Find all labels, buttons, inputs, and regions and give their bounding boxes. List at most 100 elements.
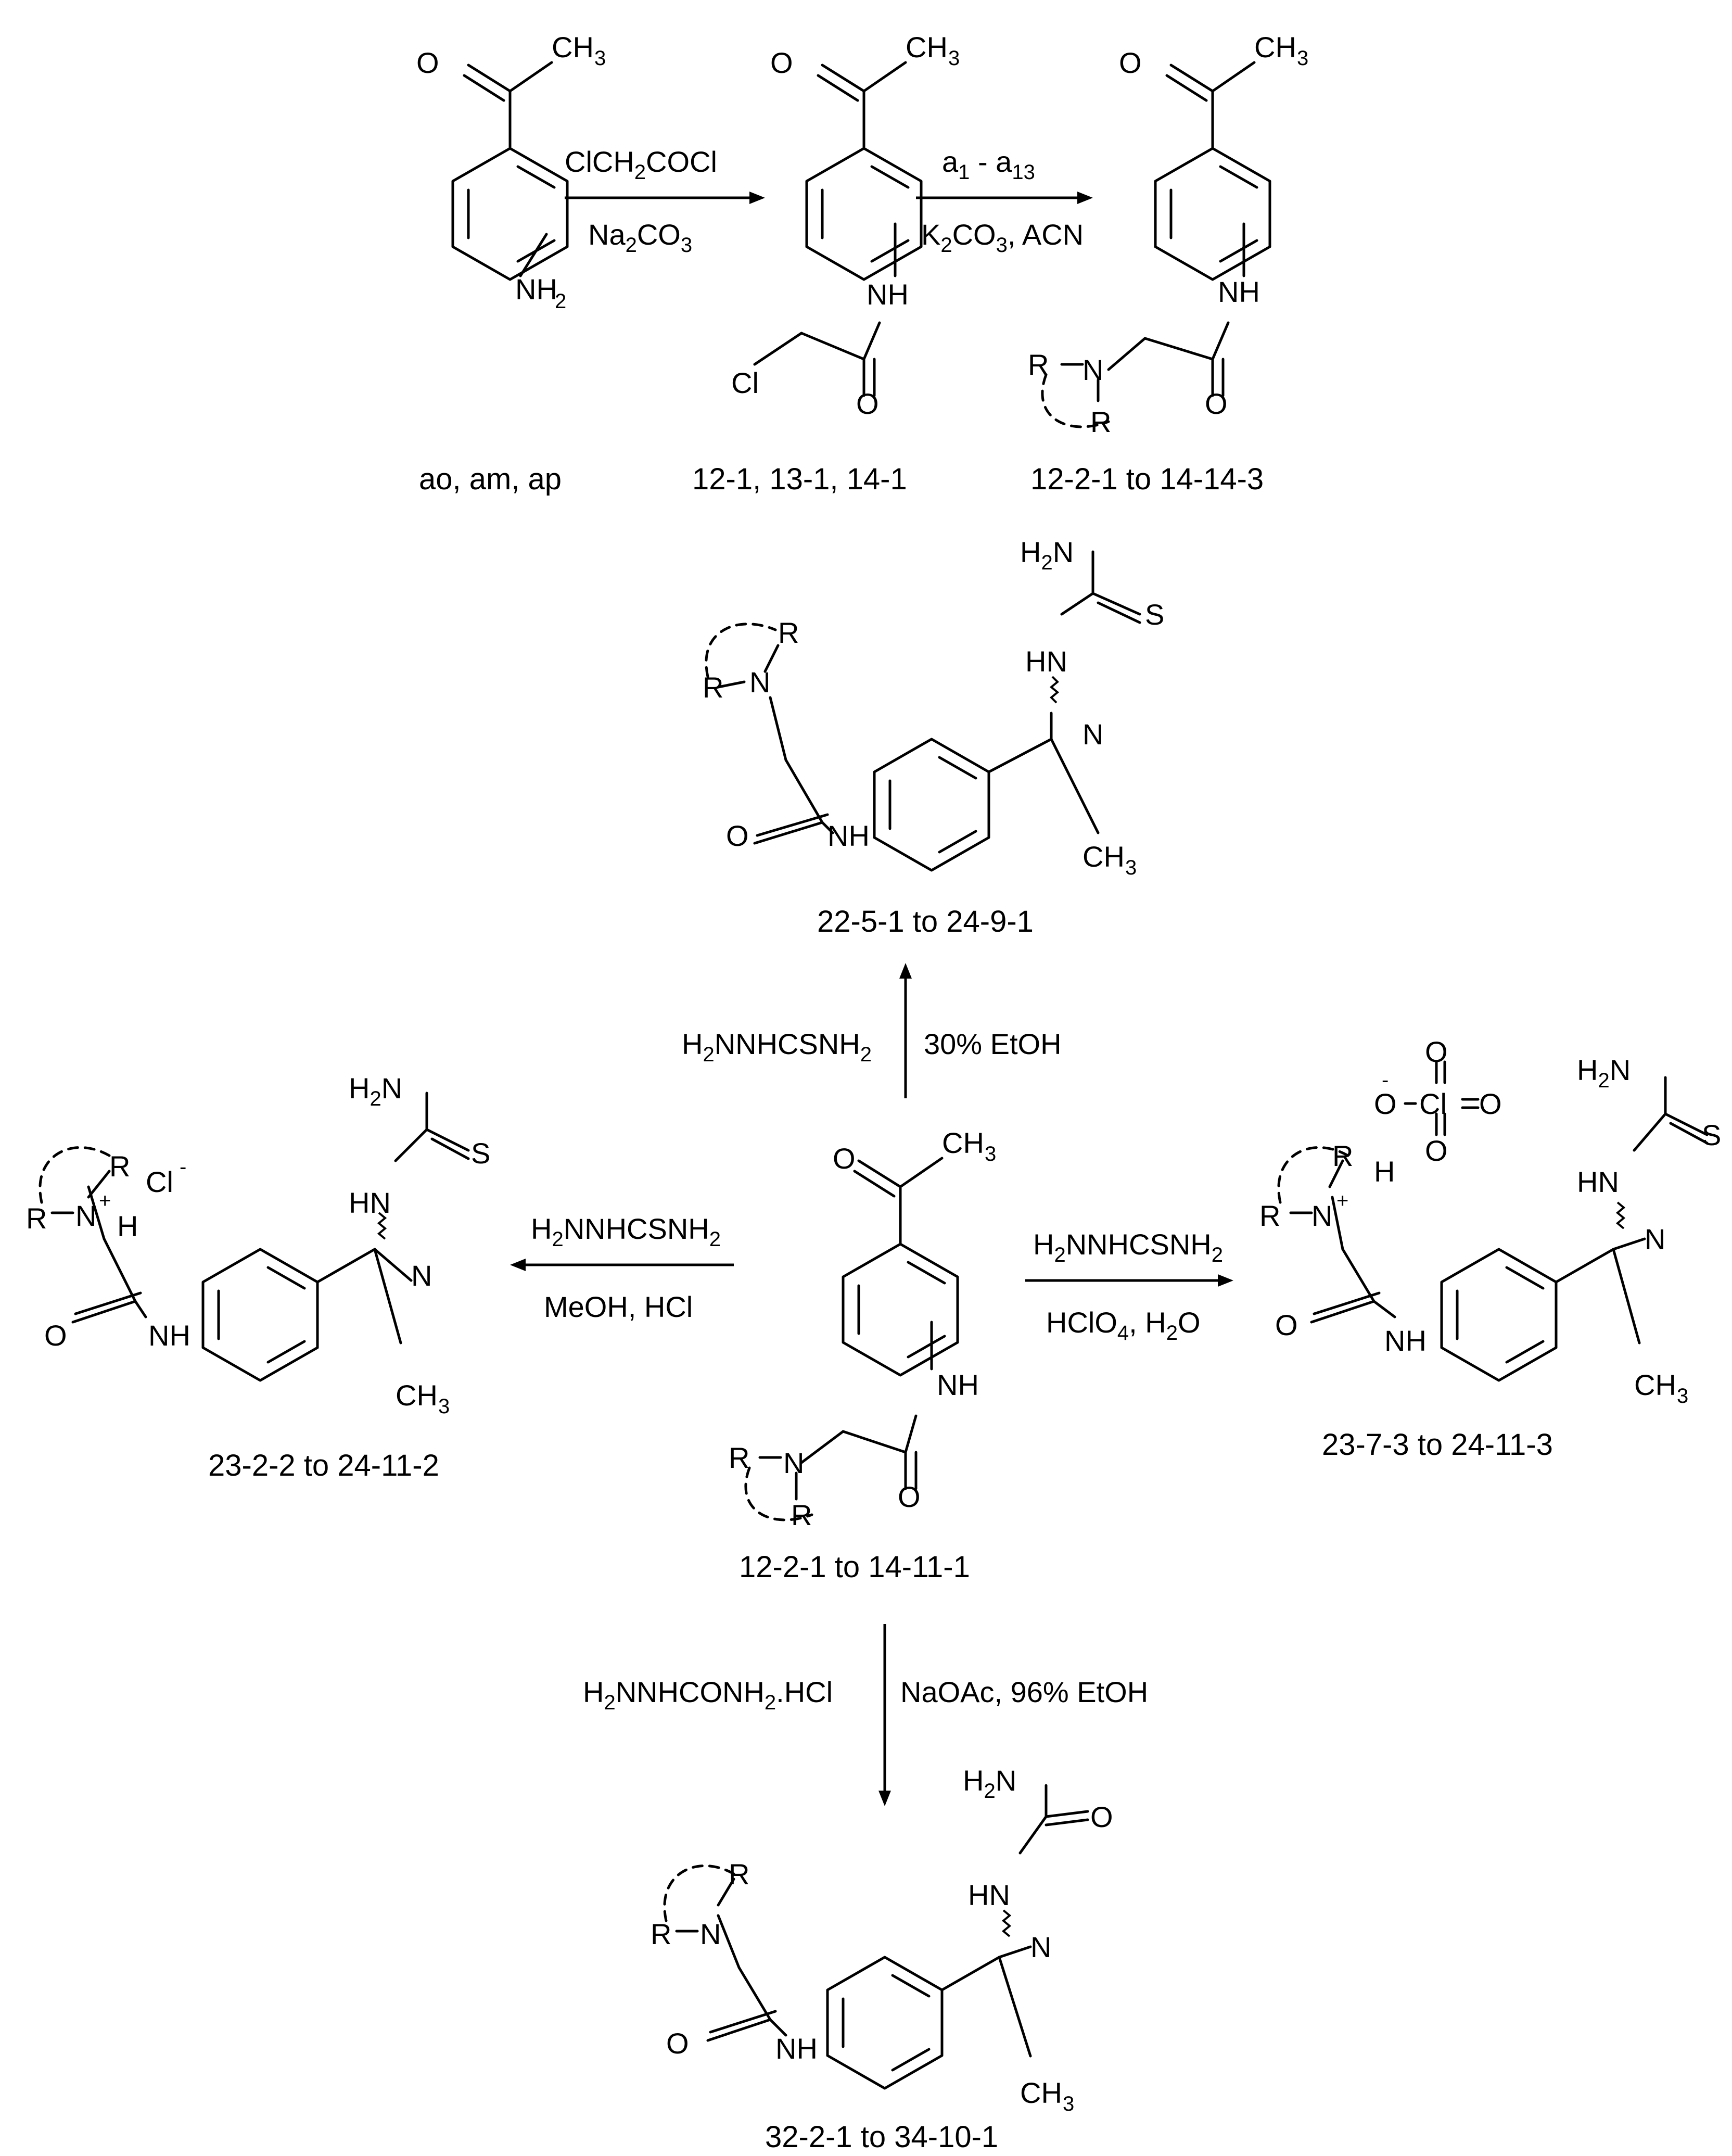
atom-n: N [749, 666, 770, 699]
atom-r: R [729, 1441, 749, 1474]
structure-thiosemicarbazone: H2N S HN N CH 3 R R N O NH 22-5-1 to 24-… [703, 536, 1164, 939]
atom-o: O [44, 1319, 67, 1352]
atom-o: O [1205, 387, 1228, 420]
atom-ch3-sub: 3 [594, 47, 606, 70]
compound-label-amines: 12-2-1 to 14-14-3 [1030, 462, 1264, 496]
atom-h2n: H2N [963, 1764, 1016, 1803]
atom-s: S [1702, 1119, 1721, 1151]
atom-r: R [651, 1918, 671, 1950]
atom-h2n: H2N [1577, 1054, 1631, 1092]
compound-label-hcl-salt: 23-2-2 to 24-11-2 [208, 1449, 439, 1482]
atom-ch3-sub: 3 [948, 47, 960, 70]
atom-o: O [1090, 1800, 1113, 1833]
atom-cl: Cl [731, 366, 759, 399]
atom-nh: NH [1384, 1324, 1427, 1357]
atom-h: H [1374, 1155, 1395, 1188]
compound-label-thio: 22-5-1 to 24-9-1 [817, 905, 1034, 939]
atom-ch3: CH [1082, 840, 1125, 873]
atom-n: N [1082, 718, 1103, 751]
arrow-right: H2NNHCSNH2 HClO4, H2O [1025, 1228, 1233, 1345]
atom-nh: NH [867, 278, 909, 311]
reagent-left-top: H2NNHCSNH2 [531, 1212, 721, 1251]
atom-r: R [26, 1202, 47, 1235]
charge-minus: - [180, 1156, 186, 1178]
atom-n: N [783, 1447, 804, 1479]
atom-ch3: CH [942, 1126, 984, 1159]
atom-r: R [1259, 1199, 1280, 1232]
reagent-right-top: H2NNHCSNH2 [1033, 1228, 1223, 1266]
atom-o: O [1425, 1035, 1448, 1068]
atom-hn: HN [1577, 1165, 1619, 1198]
atom-cl: Cl [1419, 1087, 1447, 1120]
atom-o: O [770, 46, 793, 79]
atom-nh: NH [937, 1368, 979, 1401]
atom-o: O [833, 1142, 856, 1175]
structure-semicarbazone: H2N O HN N CH 3 R R N O NH 32-2-1 to 34-… [651, 1764, 1113, 2154]
atom-ch3: CH [1020, 2076, 1062, 2109]
atom-nh: NH [148, 1319, 190, 1352]
atom-r: R [1332, 1139, 1353, 1172]
structure-perchlorate-salt: O O - Cl O O H2N S HN N CH 3 R R N + H O… [1259, 1035, 1721, 1462]
atom-n: N [1645, 1223, 1665, 1255]
atom-nh2-sub: 2 [555, 290, 566, 313]
atom-n: N [411, 1259, 432, 1292]
reagent-down-right: NaOAc, 96% EtOH [900, 1676, 1148, 1708]
atom-ch3: CH [1634, 1368, 1676, 1401]
atom-nh2: NH [515, 273, 557, 306]
atom-n: N [1082, 353, 1103, 386]
reagent-step2-bottom: K2CO3, ACN [921, 218, 1084, 257]
arrow-up: H2NNHCSNH2 30% EtOH [682, 963, 1062, 1098]
arrow-down: H2NNHCONH2.HCl NaOAc, 96% EtOH [583, 1624, 1148, 1806]
structure-center-aminoacetamide: O CH 3 NH R N R O 12-2-1 to 14-11-1 [729, 1126, 996, 1584]
atom-o: O [1119, 46, 1142, 79]
atom-ch3-sub: 3 [1297, 47, 1308, 70]
reagent-up-right: 30% EtOH [924, 1028, 1062, 1060]
atom-nh: NH [775, 2032, 818, 2065]
atom-o: O [1425, 1134, 1448, 1167]
atom-r: R [1028, 348, 1049, 381]
charge-plus: + [1336, 1189, 1348, 1212]
compound-label-center: 12-2-1 to 14-11-1 [739, 1550, 970, 1584]
atom-n-plus: N [75, 1199, 96, 1232]
atom-ch3-sub: 3 [438, 1395, 450, 1418]
atom-nh: NH [827, 819, 870, 852]
atom-r: R [703, 671, 723, 704]
charge-minus: - [1382, 1069, 1389, 1092]
atom-o: O [666, 2027, 689, 2060]
compound-label-semicarb: 32-2-1 to 34-10-1 [765, 2120, 998, 2154]
atom-o: O [856, 387, 879, 420]
atom-o: O [1275, 1309, 1298, 1341]
arrow-step2: a1 - a13 K2CO3, ACN [916, 145, 1093, 257]
structure-aminoacetamide: O CH 3 NH R N R O 12-2-1 to 14-14-3 [1028, 31, 1308, 496]
atom-ch3: CH [1254, 31, 1296, 64]
reagent-step2-top: a1 - a13 [942, 145, 1035, 184]
compound-label-perchlorate: 23-7-3 to 24-11-3 [1322, 1428, 1553, 1462]
reagent-down-left: H2NNHCONH2.HCl [583, 1676, 833, 1714]
atom-o: O [416, 46, 439, 79]
arrow-step1: ClCH2COCl Na2CO3 [565, 145, 765, 257]
atom-r: R [791, 1499, 812, 1531]
atom-h2n: H2N [1020, 536, 1074, 574]
atom-ch3: CH [396, 1379, 438, 1412]
atom-n: N [700, 1918, 721, 1950]
atom-hn: HN [349, 1186, 391, 1219]
structure-chloroacetamide: O CH 3 NH Cl O 12-1, 13-1, 14-1 [692, 31, 960, 496]
reagent-right-bottom: HClO4, H2O [1046, 1306, 1201, 1345]
structure-hcl-salt: H2N S HN N CH 3 R R N + H Cl - O NH 23-2… [26, 1072, 490, 1482]
atom-h2n: H2N [349, 1072, 402, 1110]
atom-r: R [1090, 405, 1111, 438]
atom-ch3-sub: 3 [1677, 1385, 1688, 1407]
atom-hn: HN [1025, 645, 1067, 678]
atom-o-minus: O [1374, 1087, 1397, 1120]
atom-r: R [778, 616, 799, 649]
reagent-up-left: H2NNHCSNH2 [682, 1028, 872, 1066]
atom-ch3-sub: 3 [1125, 856, 1137, 879]
atom-o: O [1479, 1087, 1502, 1120]
reagent-step1-top: ClCH2COCl [565, 145, 717, 184]
atom-ch3-sub: 3 [1063, 2092, 1074, 2115]
atom-s: S [471, 1137, 490, 1170]
compound-label-start: ao, am, ap [419, 462, 562, 496]
atom-n: N [1030, 1931, 1051, 1963]
atom-o: O [726, 819, 749, 852]
